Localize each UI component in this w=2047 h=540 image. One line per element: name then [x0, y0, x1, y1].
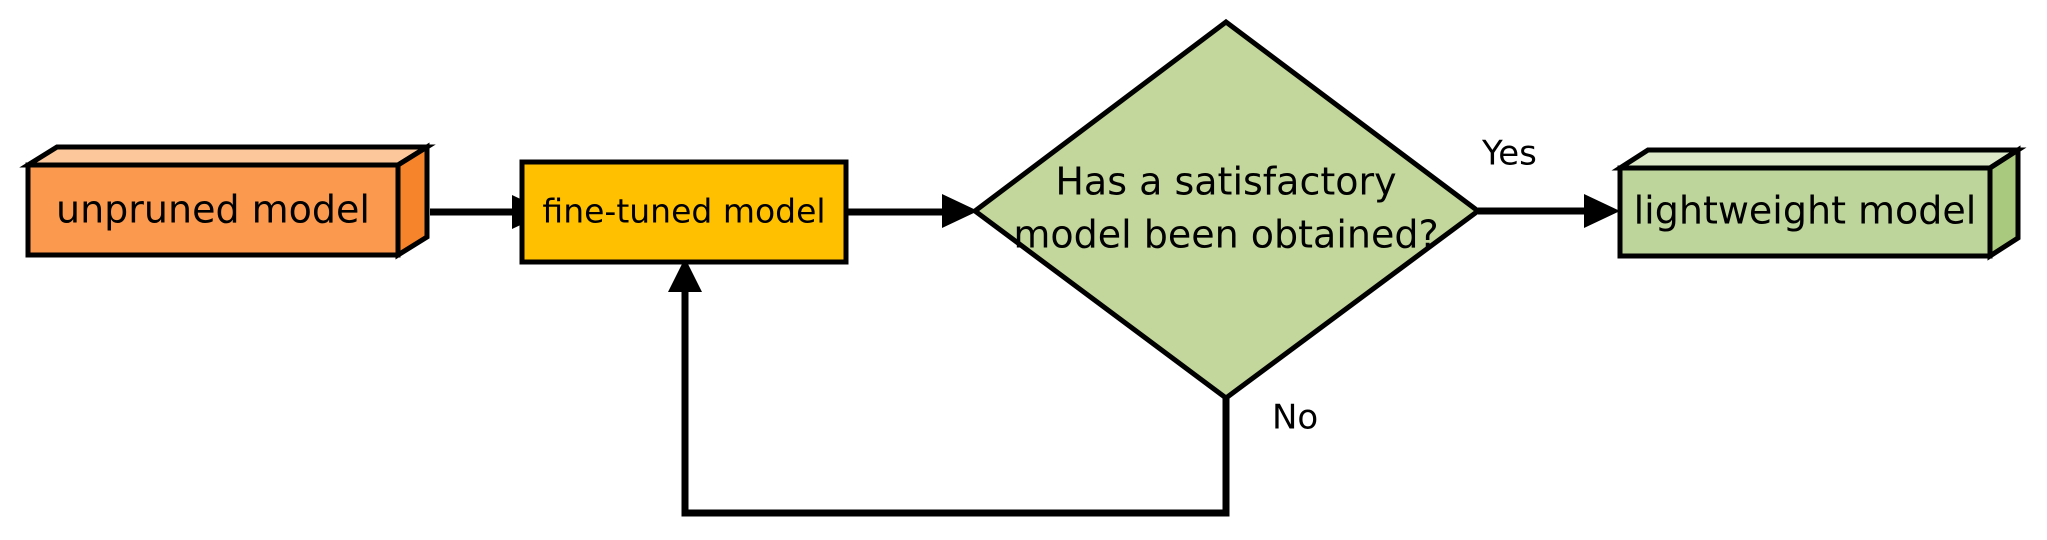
edge-decision-no-path [681, 288, 1230, 517]
edge-label-no: No [1272, 398, 1318, 438]
lightweight-model-top-face [1611, 147, 2027, 171]
node-fine-tuned-model[interactable]: fine-tuned model [519, 159, 849, 265]
node-lightweight-model[interactable]: lightweight model [1611, 145, 2027, 261]
lightweight-model-label: lightweight model [1634, 189, 1977, 233]
edge-decision-yes [1478, 194, 1620, 228]
fine-tuned-model-box [519, 159, 849, 265]
edge-decision-no-arrowhead [668, 258, 702, 292]
node-unpruned-model[interactable]: unpruned model [19, 142, 436, 260]
decision-label-line-1: Has a satisfactory [1055, 160, 1396, 204]
node-decision[interactable]: Has a satisfactory model been obtained? [970, 18, 1483, 402]
edge-finetuned-to-decision-arrowhead [942, 194, 978, 228]
decision-label-line-2: model been obtained? [1013, 213, 1438, 257]
unpruned-model-front-face [25, 162, 401, 258]
lightweight-model-side-face [1987, 145, 2021, 261]
decision-diamond [970, 18, 1483, 402]
edge-label-yes: Yes [1481, 134, 1537, 174]
edge-decision-no [668, 258, 1230, 517]
unpruned-model-label: unpruned model [56, 188, 370, 232]
unpruned-model-top-face [19, 144, 436, 168]
fine-tuned-model-label: fine-tuned model [542, 192, 825, 231]
edge-finetuned-to-decision [846, 194, 978, 228]
lightweight-model-front-face [1617, 165, 1993, 259]
unpruned-model-side-face [395, 142, 430, 260]
edge-decision-yes-arrowhead [1584, 194, 1620, 228]
